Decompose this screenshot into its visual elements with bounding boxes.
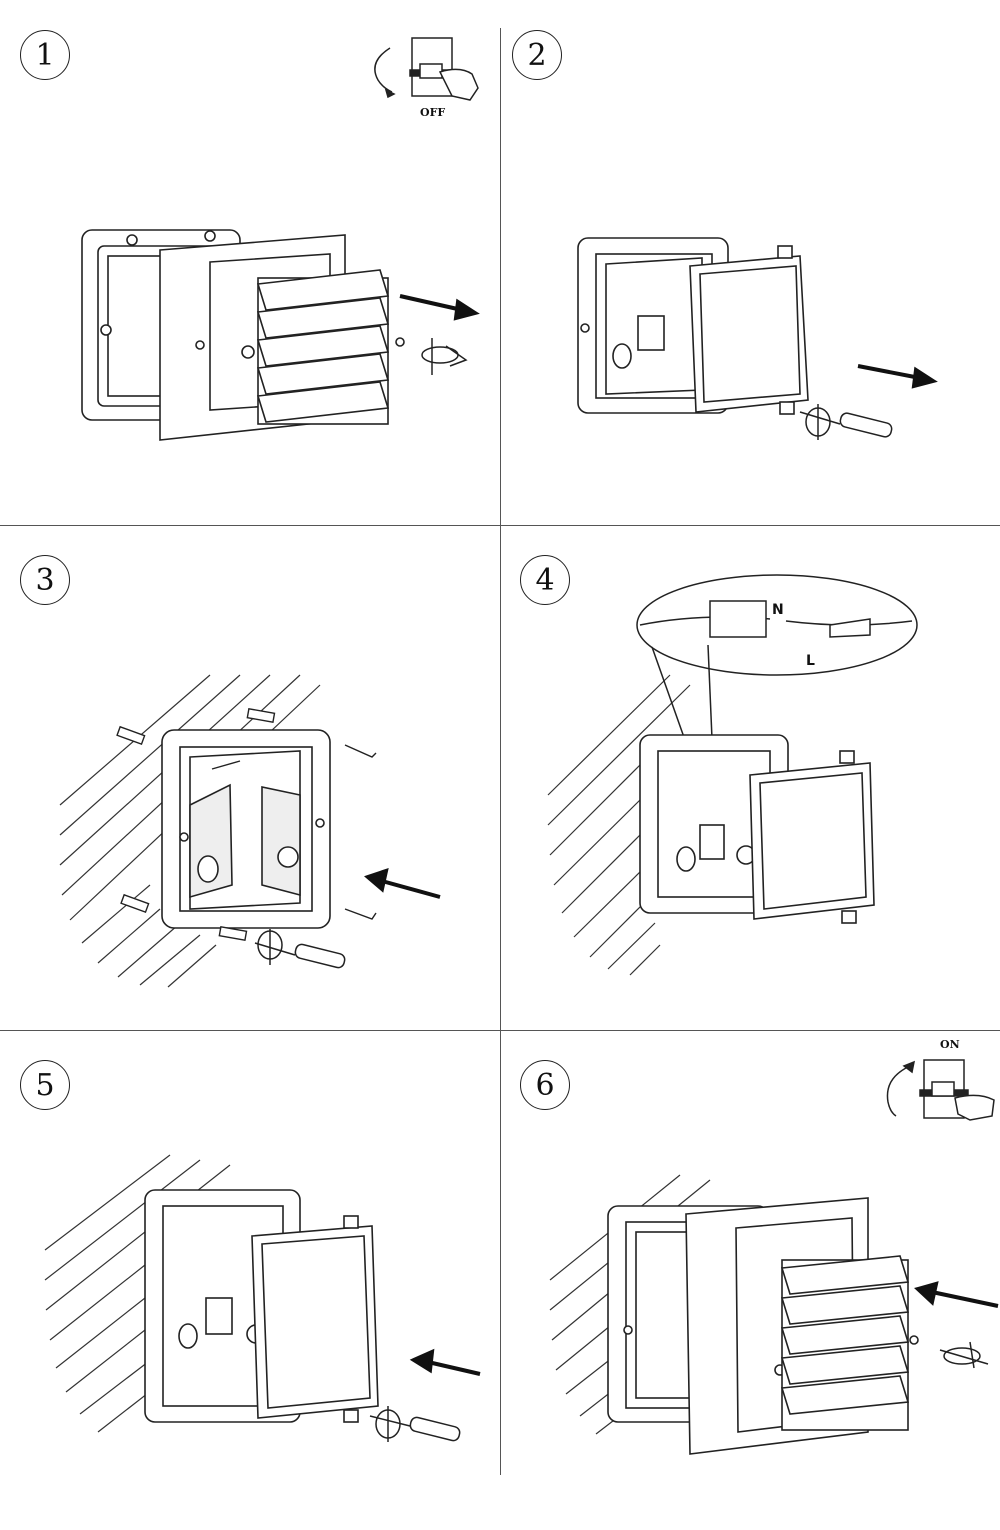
louver-diffuser [780,1255,919,1431]
rotate-arrow-icon [421,338,468,375]
step-3-number: 3 [20,555,70,605]
step-1-illustration [81,37,480,441]
step-4-number: 4 [520,555,570,605]
vertical-divider [500,28,501,1475]
step-6-number: 6 [520,1060,570,1110]
rotate-arrow-icon [257,929,283,965]
arrow-icon [409,1348,481,1376]
wall-hatching [44,1154,231,1433]
step-4-panel: 4 [500,525,1000,1025]
step-2-number: 2 [512,30,562,80]
step-2-panel: 2 [500,0,1000,500]
arrow-icon [857,364,938,389]
step-2-illustration [577,237,938,440]
arrow-icon [399,294,480,321]
rotate-arrow-icon [939,1341,989,1369]
wall-hatching [547,674,691,976]
step-5-illustration [44,1154,481,1442]
breaker-switch-icon [886,1059,995,1121]
breaker-switch-icon [374,37,479,101]
step-4-illustration [547,574,918,976]
wiring-detail-callout [636,574,918,810]
step-6-panel: 6 [500,1030,1000,1530]
arrow-icon [364,867,441,899]
junction-box-cover [689,245,809,415]
step-5-panel: 5 [0,1030,500,1530]
junction-box-cover [749,750,875,924]
junction-box-cover [251,1215,379,1423]
rotate-arrow-icon [375,1406,401,1442]
step-6-illustration [549,1059,999,1455]
louver-diffuser [241,269,405,425]
step-3-illustration [59,674,441,988]
step-1-panel: 1 [0,0,500,500]
screwdriver-icon [369,1415,461,1442]
live-wire-label: L [806,653,815,669]
screwdriver-icon [799,411,893,438]
switch-off-label: OFF [420,106,446,119]
step-3-panel: 3 [0,525,500,1025]
switch-on-label: ON [940,1038,960,1051]
arrow-icon [914,1281,999,1308]
step-5-number: 5 [20,1060,70,1110]
step-1-number: 1 [20,30,70,80]
screwdriver-icon [254,942,346,969]
screw-icon [211,744,377,920]
rotate-arrow-icon [805,404,831,440]
mounting-box [161,729,331,929]
wall-plug-icon [116,707,276,941]
horizontal-divider-2 [0,1030,1000,1031]
neutral-wire-label: N [772,602,784,618]
horizontal-divider-1 [0,525,1000,526]
